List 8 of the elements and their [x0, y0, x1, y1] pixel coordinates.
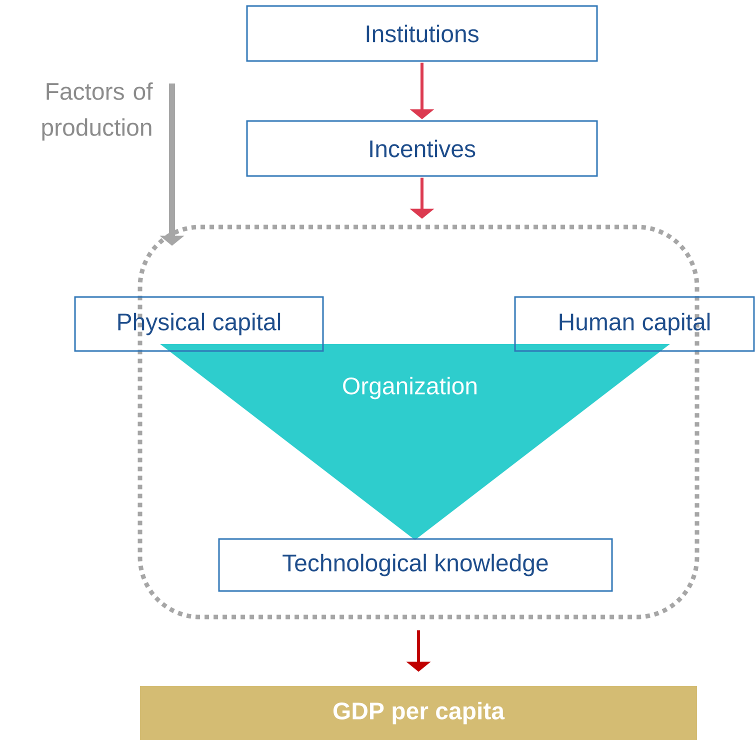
triangle: Organization: [160, 344, 670, 540]
side-label: Factors of production: [42, 82, 153, 141]
text-box: Human capital: [514, 296, 755, 352]
text-box: Institutions: [246, 5, 598, 62]
text-box: Technological knowledge: [218, 538, 613, 592]
result-bar: GDP per capita: [140, 686, 697, 740]
text-box: Incentives: [246, 120, 598, 177]
text-box: Physical capital: [74, 296, 324, 352]
